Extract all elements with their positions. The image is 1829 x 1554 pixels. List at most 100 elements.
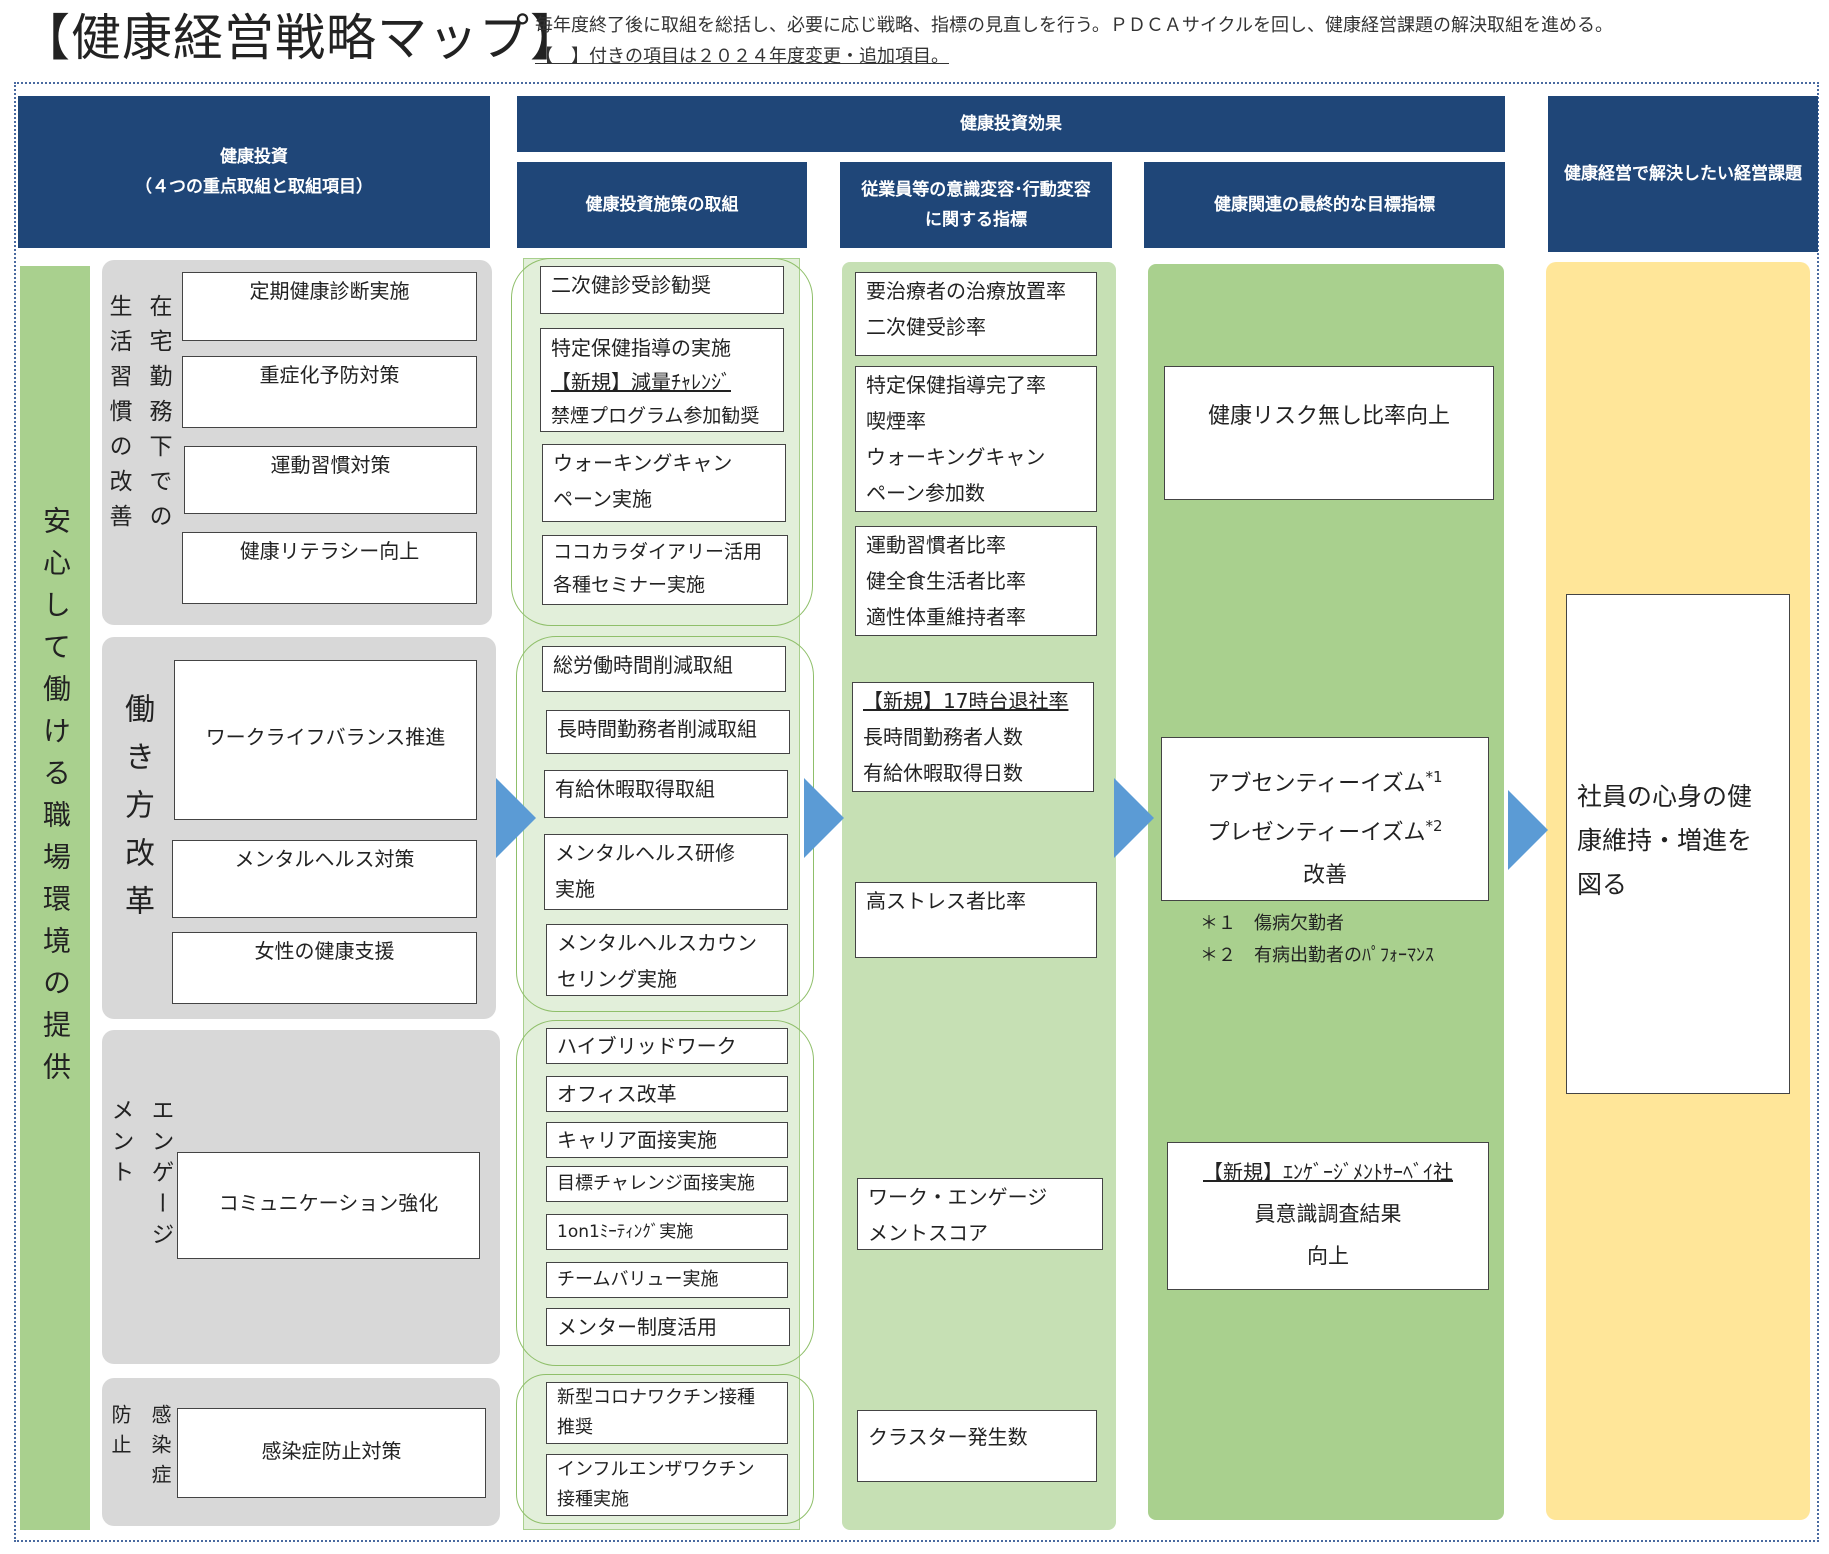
indicator-engagement-2: メントスコア	[868, 1221, 988, 1245]
measure-1on1: 1on1ﾐｰﾃｨﾝｸﾞ実施	[546, 1214, 788, 1250]
indicator-secondary-exam-rate: 二次健受診率	[866, 315, 986, 339]
goal-absenteeism: アブセンティーイズム*1 プレゼンティーイズム*2 改善	[1161, 737, 1489, 901]
goal-health-risk: 健康リスク無し比率向上	[1164, 366, 1494, 500]
indicator-weight-ratio: 適性体重維持者率	[866, 605, 1026, 629]
measure-covid-vaccine-2: 推奨	[557, 1417, 593, 1438]
item-exercise-habit: 運動習慣対策	[184, 446, 477, 514]
goal-footnotes: ＊１ 傷病欠勤者 ＊２ 有病出勤者のﾊﾟﾌｫｰﾏﾝｽ	[1200, 908, 1434, 972]
measure-mental-training: メンタルヘルス研修 実施	[544, 834, 788, 910]
arrow-right-icon	[496, 778, 536, 858]
header-awareness-line1: 従業員等の意識変容･行動変容	[861, 180, 1091, 200]
header-measures: 健康投資施策の取組	[517, 162, 807, 248]
header-awareness-line2: に関する指標	[925, 210, 1027, 230]
indicator-long-hours-count: 長時間勤務者人数	[863, 725, 1023, 749]
measure-paid-leave: 有給休暇取得取組	[544, 770, 788, 818]
indicator-high-stress: 高ストレス者比率	[866, 889, 1026, 913]
map-frame	[14, 82, 1819, 1542]
header-issue: 健康経営で解決したい経営課題	[1548, 96, 1818, 252]
footnote-2: ＊２ 有病出勤者のﾊﾟﾌｫｰﾏﾝｽ	[1200, 945, 1434, 966]
goal-absenteeism-line1: アブセンティーイズム*1	[1207, 768, 1443, 797]
pillar-engagement-label-2: メント	[107, 1098, 133, 1191]
goal-absenteeism-line2: プレゼンティーイズム*2	[1207, 817, 1443, 846]
goal-absenteeism-line3: 改善	[1302, 862, 1347, 888]
measure-specific-guidance-1: 特定保健指導の実施	[551, 336, 731, 360]
arrow-right-icon	[1114, 778, 1154, 858]
indicator-diet-ratio: 健全食生活者比率	[866, 569, 1026, 593]
header-effect: 健康投資効果	[517, 96, 1505, 152]
indicator-exercise-ratio: 運動習慣者比率	[866, 533, 1006, 557]
indicator-treatment-neglect: 要治療者の治療放置率	[866, 279, 1066, 303]
measures-group-1	[511, 258, 813, 626]
arrow-right-icon	[1508, 790, 1548, 870]
indicator-block-2: 特定保健指導完了率 喫煙率 ウォーキングキャン ペーン参加数	[855, 366, 1097, 512]
measure-covid-vaccine-1: 新型コロナワクチン接種	[557, 1387, 755, 1408]
item-mental-health: メンタルヘルス対策	[172, 840, 477, 918]
item-communication: コミュニケーション強化	[177, 1152, 480, 1259]
header-investment-line1: 健康投資	[220, 147, 288, 167]
measure-mental-counseling-2: セリング実施	[557, 967, 677, 991]
indicator-walking-1: ウォーキングキャン	[866, 445, 1046, 469]
item-health-literacy: 健康リテラシー向上	[182, 532, 477, 604]
header-investment: 健康投資 （４つの重点取組と取組項目）	[18, 96, 490, 248]
indicator-17h-leave: 【新規】17時台退社率	[863, 689, 1069, 713]
measure-walking-campaign-2: ペーン実施	[553, 487, 652, 511]
measures-group-4	[516, 1374, 814, 1524]
measure-flu-vaccine-2: 接種実施	[557, 1489, 629, 1510]
measure-long-hours-reduction: 長時間勤務者削減取組	[546, 710, 790, 754]
issue-box: 社員の心身の健 康維持・増進を 図る	[1566, 594, 1790, 1094]
header-note-1: 毎年度終了後に取組を総括し、必要に応じ戦略、指標の見直しを行う。ＰＤＣＡサイクル…	[535, 15, 1614, 36]
pillar-engagement-label-1: エンゲージ	[147, 1098, 173, 1253]
indicator-block-1: 要治療者の治療放置率 二次健受診率	[855, 272, 1097, 356]
indicator-walking-2: ペーン参加数	[866, 481, 985, 505]
measure-team-value: チームバリュー実施	[546, 1262, 788, 1298]
measure-secondary-exam: 二次健診受診勧奨	[540, 266, 784, 314]
footnote-mark-2: *2	[1425, 817, 1443, 836]
item-severity-prevention: 重症化予防対策	[182, 356, 477, 428]
measure-walking-campaign-1: ウォーキングキャン	[553, 451, 733, 475]
pillar-lifestyle-label-1: 在宅勤務下での	[145, 294, 171, 539]
footnote-1: ＊１ 傷病欠勤者	[1200, 913, 1344, 934]
measure-mental-training-1: メンタルヘルス研修	[555, 841, 735, 865]
measure-overtime-reduction: 総労働時間削減取組	[542, 646, 786, 692]
page-title: 【健康経営戦略マップ】	[20, 9, 581, 67]
issue-line1: 社員の心身の健	[1577, 782, 1753, 811]
measure-specific-guidance: 特定保健指導の実施 【新規】減量ﾁｬﾚﾝｼﾞ 禁煙プログラム参加勧奨	[540, 328, 784, 432]
measure-mentor: メンター制度活用	[546, 1308, 790, 1346]
measure-seminars: 各種セミナー実施	[553, 574, 706, 596]
indicator-smoking-rate: 喫煙率	[866, 409, 926, 433]
issue-line2: 康維持・増進を	[1577, 826, 1753, 855]
indicator-guidance-completion: 特定保健指導完了率	[866, 373, 1046, 397]
issue-line3: 図る	[1577, 870, 1628, 899]
measure-goal-interview: 目標チャレンジ面接実施	[546, 1166, 788, 1202]
header-final: 健康関連の最終的な目標指標	[1144, 162, 1505, 248]
measure-office-reform: オフィス改革	[546, 1076, 788, 1112]
measure-career-interview: キャリア面接実施	[546, 1122, 788, 1158]
item-health-checkup: 定期健康診断実施	[182, 272, 477, 341]
item-work-life-balance: ワークライフバランス推進	[174, 660, 477, 820]
indicator-cluster: クラスター発生数	[868, 1425, 1028, 1449]
footnote-mark-1: *1	[1425, 768, 1443, 786]
indicator-engagement-1: ワーク・エンゲージ	[868, 1185, 1048, 1209]
indicator-block-7: クラスター発生数	[857, 1410, 1097, 1482]
goal-engagement-line2: 員意識調査結果	[1254, 1202, 1402, 1226]
measure-mental-counseling: メンタルヘルスカウン セリング実施	[546, 924, 788, 996]
main-theme-bar: 安心して働ける職場環境の提供	[20, 266, 90, 1530]
goal-engagement-survey: 【新規】ｴﾝｹﾞｰｼﾞﾒﾝﾄｻｰﾍﾞｲ社 員意識調査結果 向上	[1167, 1142, 1489, 1290]
measure-weight-challenge: 【新規】減量ﾁｬﾚﾝｼﾞ	[551, 370, 731, 394]
goal-engagement-line1: 【新規】ｴﾝｹﾞｰｼﾞﾒﾝﾄｻｰﾍﾞｲ社	[1203, 1160, 1453, 1184]
measure-mental-counseling-1: メンタルヘルスカウン	[557, 931, 757, 955]
main-theme-text: 安心して働ける職場環境の提供	[39, 506, 72, 1094]
indicator-paid-leave-days: 有給休暇取得日数	[863, 761, 1023, 785]
item-infection-prevention: 感染症防止対策	[177, 1408, 486, 1498]
measure-kokokarada-1: ココカラダイアリー活用	[553, 541, 763, 563]
header-awareness: 従業員等の意識変容･行動変容 に関する指標	[840, 162, 1112, 248]
item-women-health: 女性の健康支援	[172, 932, 477, 1004]
pillar-workstyle-label: 働き方改革	[119, 693, 154, 933]
goal-engagement-line3: 向上	[1307, 1244, 1349, 1268]
indicator-block-4: 【新規】17時台退社率 長時間勤務者人数 有給休暇取得日数	[852, 682, 1094, 792]
measure-mental-training-2: 実施	[555, 877, 595, 901]
indicator-block-6: ワーク・エンゲージ メントスコア	[857, 1178, 1103, 1250]
measure-kokokarada: ココカラダイアリー活用 各種セミナー実施	[542, 535, 788, 605]
indicator-block-5: 高ストレス者比率	[855, 882, 1097, 958]
pillar-lifestyle-label-2: 生活習慣の改善	[105, 294, 131, 539]
